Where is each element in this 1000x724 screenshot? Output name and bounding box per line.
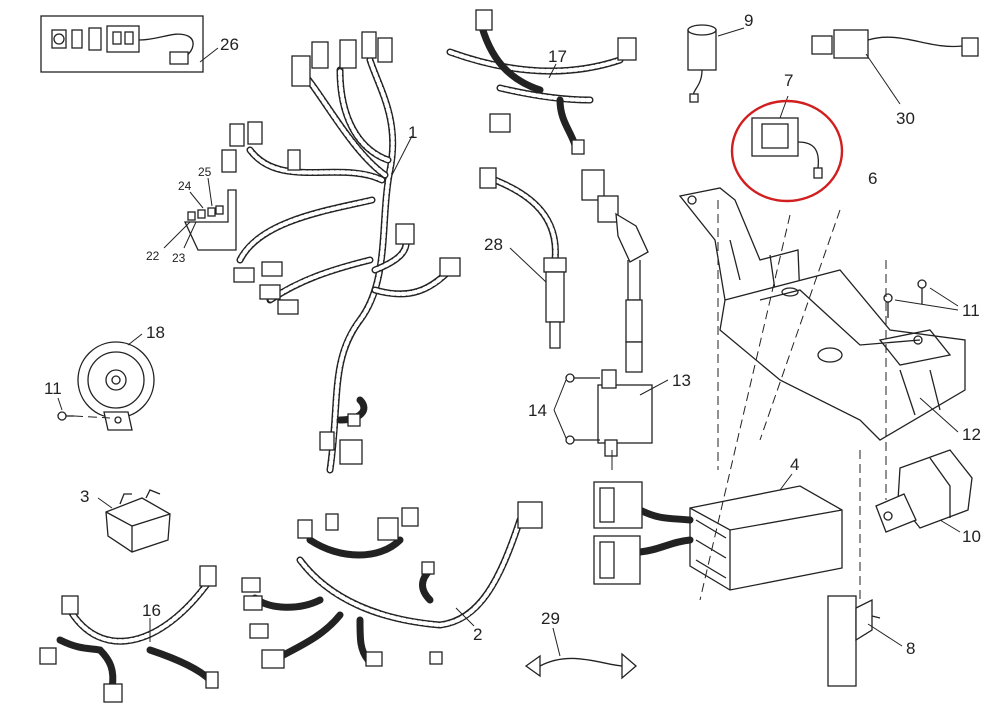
callout-29: 29 [541, 609, 560, 628]
callout-8: 8 [906, 639, 915, 658]
part-7-relay[interactable] [730, 95, 844, 203]
part-26-ignition-switch-kit [40, 15, 219, 73]
callout-2: 2 [473, 625, 482, 644]
callout-11-horn: 11 [44, 379, 62, 398]
callout-10: 10 [962, 527, 981, 546]
part-1-main-harness [221, 31, 461, 474]
callout-3: 3 [80, 487, 89, 506]
callout-7: 7 [784, 71, 793, 90]
callout-1: 1 [408, 123, 417, 142]
part-16-sub-harness [39, 565, 219, 703]
callout-labels: 1 2 3 4 6 7 8 9 10 11 11 12 13 14 16 17 … [44, 11, 981, 658]
part-18-horn [77, 333, 155, 431]
part-12-battery-tray [719, 269, 966, 441]
part-28-sensor [479, 167, 567, 349]
callout-22: 22 [146, 249, 160, 263]
callout-28: 28 [484, 235, 503, 254]
callout-17: 17 [548, 47, 567, 66]
alignment-lines [611, 200, 887, 601]
parts-14-coil-bolts [553, 373, 600, 445]
part-11-horn-screw [57, 397, 111, 421]
part-4-voltage-regulator [593, 473, 843, 591]
part-30-sensor-lead [811, 29, 979, 105]
callout-4: 4 [790, 455, 799, 474]
highlight-circle [730, 99, 844, 203]
callout-11-tray: 11 [962, 301, 980, 320]
callout-30: 30 [896, 109, 915, 128]
callout-12: 12 [962, 425, 981, 444]
part-29-ground-strap [524, 627, 637, 680]
callout-16: 16 [142, 601, 161, 620]
part-3-starter-relay [97, 489, 171, 553]
callout-14: 14 [528, 401, 547, 420]
callout-6: 6 [868, 169, 877, 188]
callout-25: 25 [198, 165, 212, 179]
callout-23: 23 [172, 251, 186, 265]
callout-24: 24 [178, 179, 192, 193]
part-17-sub-harness [446, 9, 637, 155]
part-2-sub-harness [241, 501, 543, 669]
parts-22-25-terminal-bracket [163, 177, 237, 251]
part-6-mounting-bracket [678, 187, 801, 321]
callout-9: 9 [744, 11, 753, 30]
callout-18: 18 [146, 323, 165, 342]
callout-26: 26 [220, 35, 239, 54]
part-8-module [827, 595, 903, 687]
callout-13: 13 [672, 371, 691, 390]
parts-11-tray-bolts [883, 279, 959, 318]
part-9-component [687, 24, 745, 103]
part-13-ignition-coil [581, 169, 669, 457]
part-10-relay [875, 449, 973, 533]
